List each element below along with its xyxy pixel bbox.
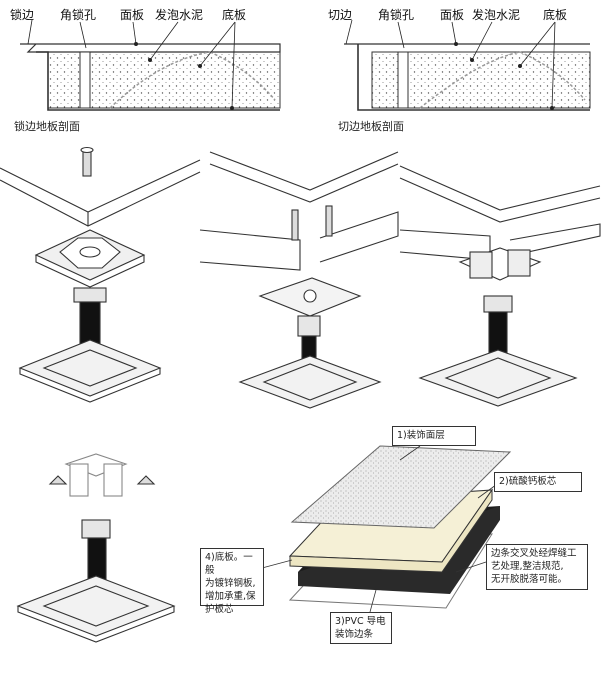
callout-pvc-edge-strip: 3)PVC 导电 装饰边条 [330, 612, 392, 644]
callout-pvc-edge-strip-line: 装饰边条 [335, 629, 374, 640]
layered-floor-panel [288, 445, 512, 609]
pedestal-assembly-1 [0, 146, 201, 403]
label-foam-cement: 发泡水泥 [155, 8, 204, 22]
callout-decorative-surface: 1)装饰面层 [392, 426, 476, 446]
callout-base-plate-line: 增加承重,保 [205, 591, 256, 602]
callout-base-plate-line: 为镀锌钢板, [205, 578, 256, 589]
floor-section-diagrams [20, 19, 591, 111]
callout-base-plate: 4)底板。一般 为镀锌钢板, 增加承重,保 护板芯 [200, 548, 264, 615]
callout-pvc-edge-strip-line: 3)PVC 导电 [335, 616, 386, 627]
edge-note-line: 艺处理,整洁规范, [491, 561, 564, 572]
callout-calcium-sulfate-core: 2)硫酸钙板芯 [494, 472, 582, 492]
callout-base-plate-line: 4)底板。一般 [205, 552, 253, 576]
label-panel: 面板 [440, 8, 465, 22]
callout-edge-welding-note: 边条交叉处经焊缝工 艺处理,整洁规范, 无开胶脱落可能。 [486, 544, 588, 590]
label-cut-edge: 切边 [328, 8, 353, 22]
lock-edge-section-caption: 锁边地板剖面 [14, 120, 80, 133]
label-base-plate: 底板 [222, 8, 247, 22]
callout-decorative-surface-text: 1)装饰面层 [397, 430, 445, 441]
edge-note-line: 无开胶脱落可能。 [491, 574, 568, 585]
pedestal-assembly-3 [399, 165, 601, 407]
pedestal-exploded [16, 453, 176, 643]
decorative-surface-layer [290, 445, 512, 529]
label-lock-edge: 锁边 [10, 8, 35, 22]
label-base-plate: 底板 [543, 8, 568, 22]
lock-edge-section [20, 19, 281, 111]
pedestal-assembly-2 [199, 151, 399, 409]
cut-edge-section-caption: 切边地板剖面 [338, 120, 404, 133]
label-corner-lock-hole: 角锁孔 [378, 8, 415, 22]
callout-base-plate-line: 护板芯 [205, 604, 234, 615]
edge-note-line: 边条交叉处经焊缝工 [491, 548, 577, 559]
callout-calcium-sulfate-core-text: 2)硫酸钙板芯 [499, 476, 557, 487]
label-corner-lock-hole: 角锁孔 [60, 8, 97, 22]
label-panel: 面板 [120, 8, 145, 22]
cut-edge-section [344, 19, 591, 111]
label-foam-cement: 发泡水泥 [472, 8, 521, 22]
